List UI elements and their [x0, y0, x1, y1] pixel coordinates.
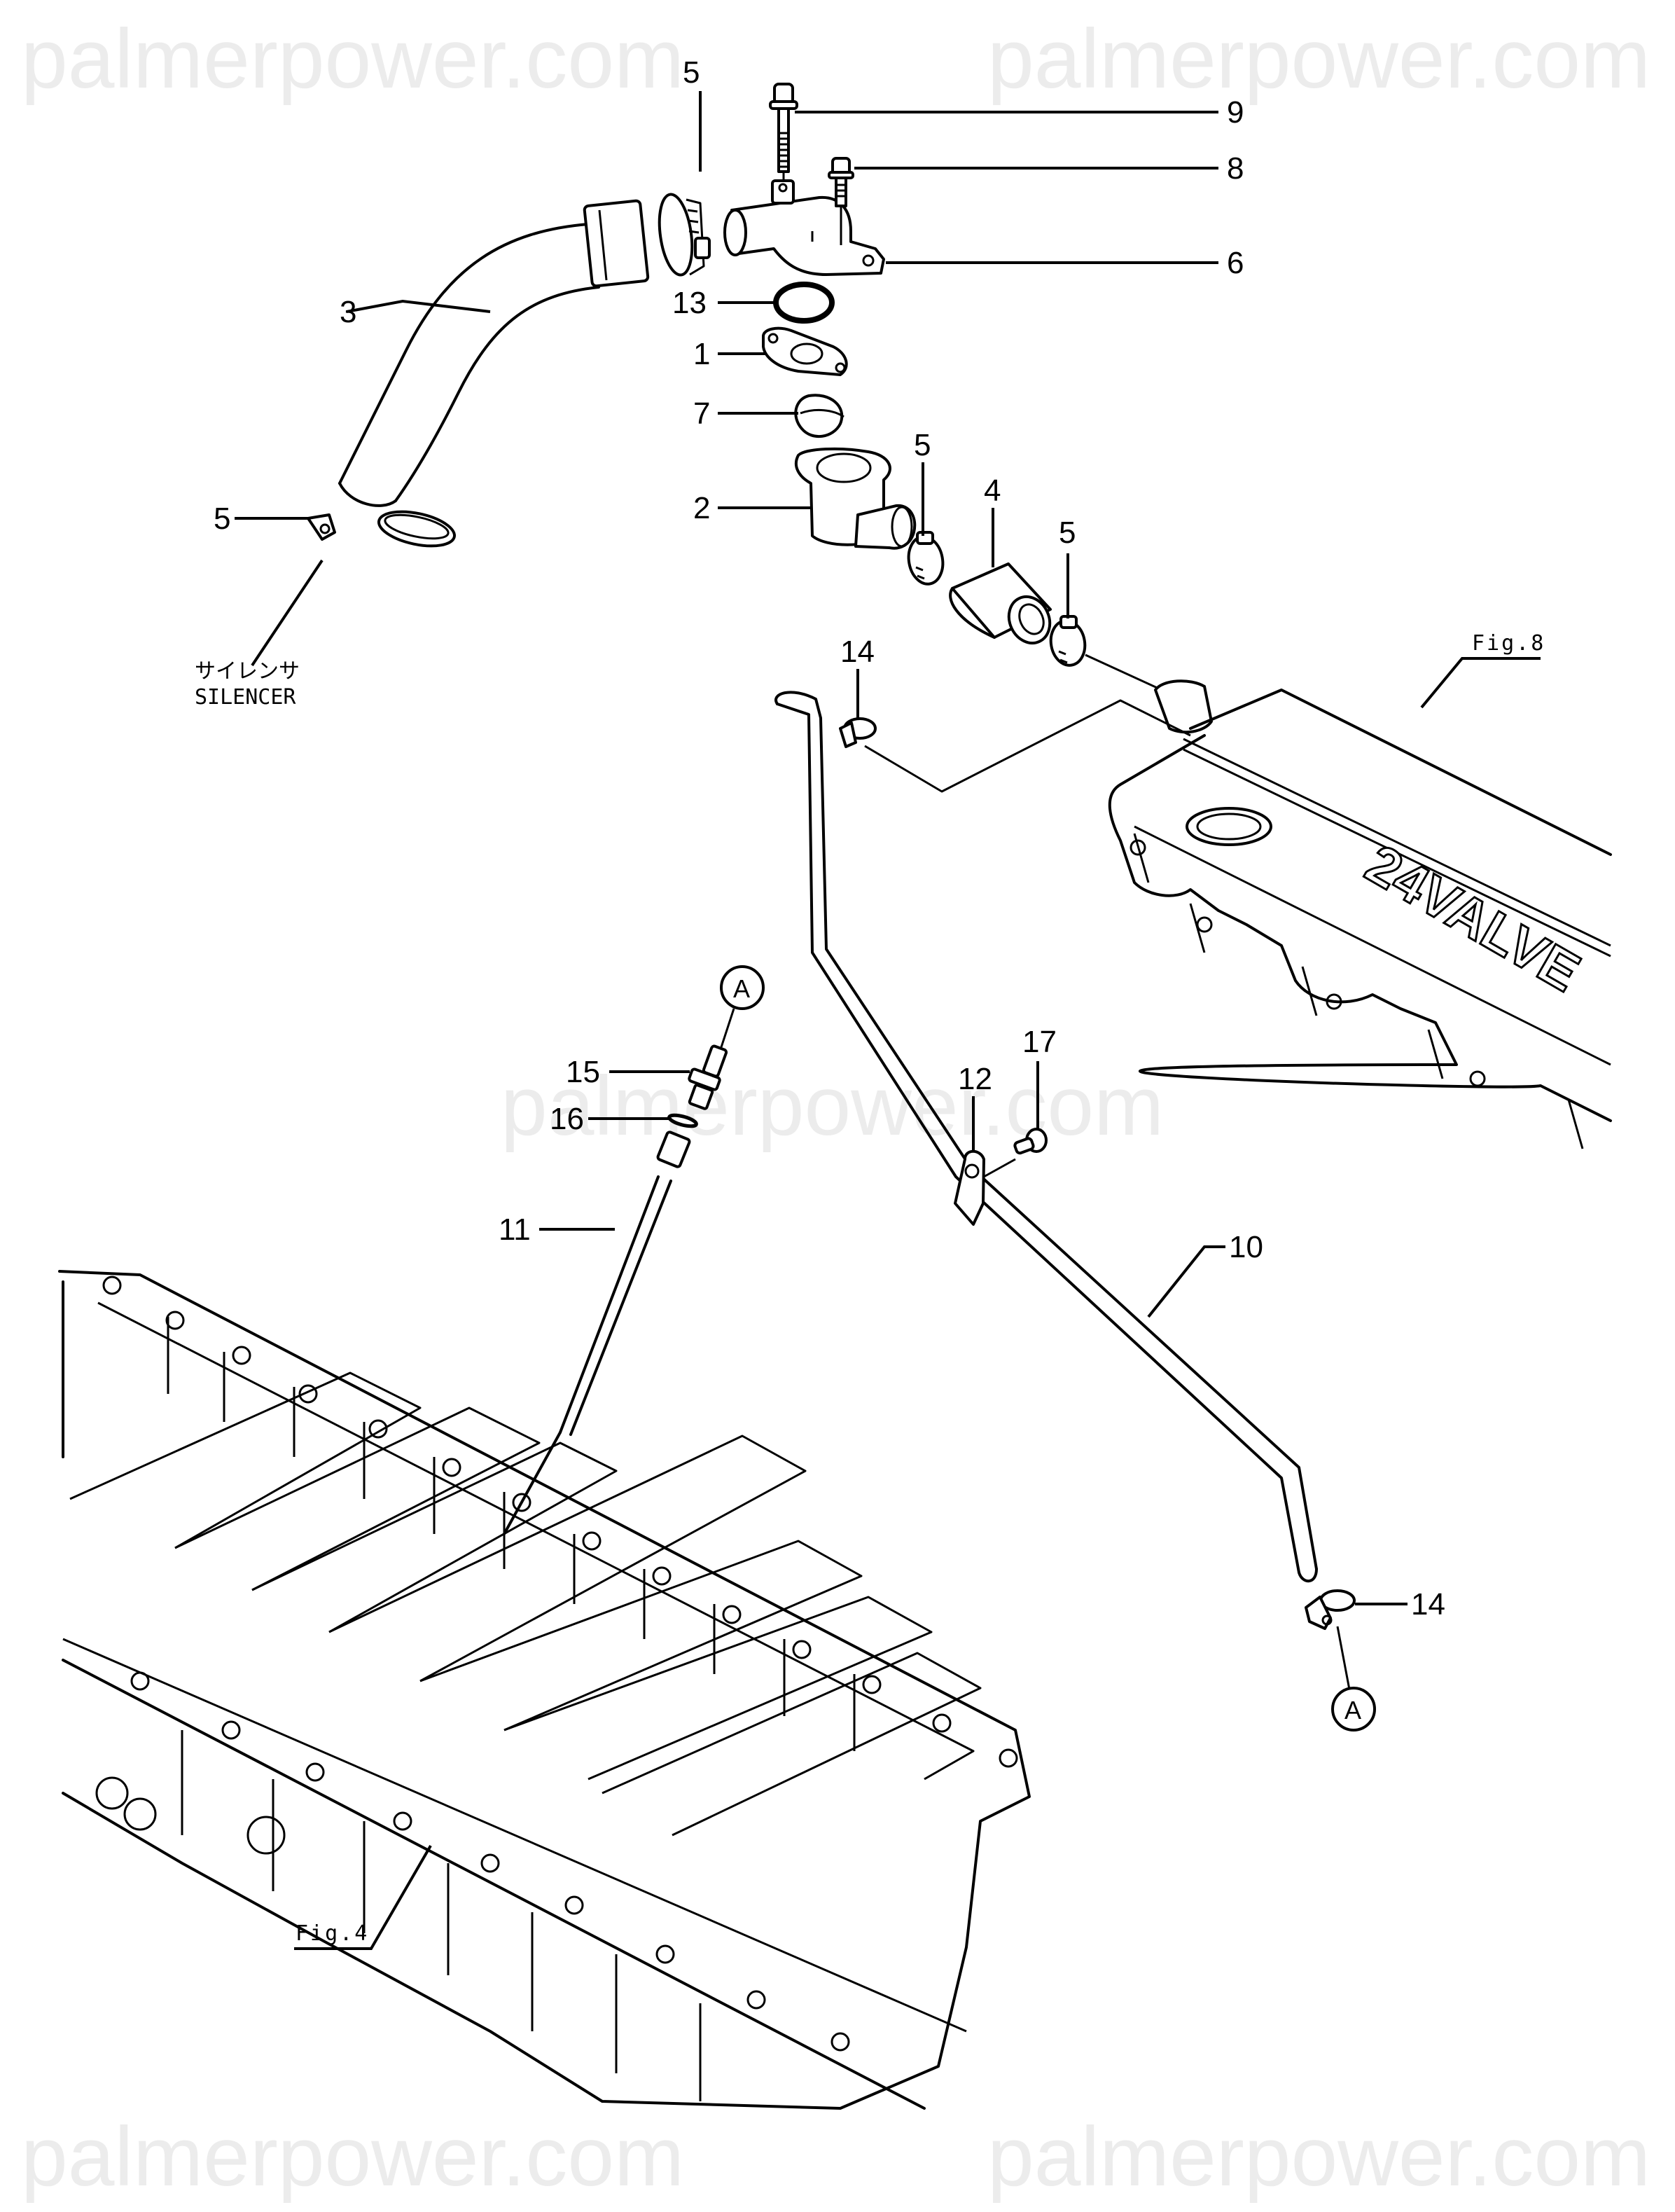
callout-16[interactable]: 16 [550, 1102, 584, 1136]
watermark-top-left: palmerpower.com [21, 12, 684, 106]
part-bracket-12[interactable] [954, 1149, 1016, 1226]
callout-5-right[interactable]: 5 [1059, 516, 1076, 550]
watermarks: palmerpower.com palmerpower.com palmerpo… [21, 12, 1650, 2204]
fig-ref-8[interactable]: Fig.8 [1472, 631, 1545, 656]
callout-9[interactable]: 9 [1227, 95, 1244, 130]
oil-pan-ribs [167, 1317, 856, 2101]
part-hose-4[interactable] [949, 562, 1057, 650]
note-silencer-en: SILENCER [195, 685, 296, 710]
part-bolt-8[interactable] [828, 157, 854, 245]
assembly-line-hose-to-cover [1085, 654, 1170, 695]
leader-fig4 [294, 1844, 432, 1950]
part-clamp-5c[interactable] [905, 531, 946, 587]
leader-silencer [251, 559, 324, 667]
callout-8[interactable]: 8 [1227, 151, 1244, 186]
part-clamp-14b[interactable] [1305, 1589, 1356, 1690]
callout-11[interactable]: 11 [499, 1212, 531, 1247]
part-valve-cover[interactable]: 24VALVE [1108, 679, 1612, 1149]
part-bolt-9[interactable] [769, 83, 798, 182]
part-clamp-5b[interactable] [307, 506, 457, 552]
part-elbow-6[interactable] [723, 179, 885, 276]
callout-14-top[interactable]: 14 [840, 635, 875, 669]
leader-fig8 [1420, 657, 1541, 709]
callout-13[interactable]: 13 [672, 286, 707, 320]
part-pipe-10[interactable] [774, 691, 1318, 1583]
part-clamp-5a[interactable] [655, 193, 711, 277]
part-oring-13[interactable] [773, 282, 835, 324]
callout-12[interactable]: 12 [958, 1062, 992, 1096]
fig-ref-4[interactable]: Fig.4 [296, 1921, 369, 1946]
watermark-center: palmerpower.com [501, 1059, 1164, 1153]
part-pipe-11[interactable] [503, 1131, 691, 1535]
connection-label-a-bottom: A [1344, 1696, 1361, 1724]
callouts: 5 9 8 6 13 1 7 2 3 5 5 4 5 14 12 17 10 1… [214, 55, 1445, 1622]
leader-10 [1147, 1245, 1225, 1318]
callout-10[interactable]: 10 [1229, 1230, 1263, 1264]
watermark-top-right: palmerpower.com [987, 12, 1650, 106]
callout-15[interactable]: 15 [566, 1055, 600, 1089]
part-housing-2[interactable] [794, 447, 917, 550]
callout-17[interactable]: 17 [1022, 1025, 1057, 1059]
oil-pan-bosses [95, 1276, 1018, 2052]
callout-5-mid[interactable]: 5 [914, 428, 931, 462]
part-gasket-1[interactable] [762, 326, 848, 376]
callout-4[interactable]: 4 [984, 473, 1001, 508]
part-fitting-15[interactable] [688, 1008, 735, 1110]
callout-5[interactable]: 5 [683, 55, 700, 90]
callout-1[interactable]: 1 [693, 337, 710, 371]
leader-3 [346, 299, 491, 313]
connection-mark-a-bottom[interactable]: A [1331, 1687, 1376, 1731]
callout-2[interactable]: 2 [693, 491, 710, 525]
watermark-bottom-right: palmerpower.com [987, 2110, 1650, 2204]
part-ball-7[interactable] [794, 394, 845, 438]
callout-3[interactable]: 3 [340, 295, 356, 329]
leader-lines [235, 91, 1541, 1950]
note-silencer-jp: サイレンサ [195, 659, 300, 684]
callout-7[interactable]: 7 [693, 396, 710, 431]
part-oil-pan[interactable] [58, 1270, 1031, 2110]
part-washer-16[interactable] [667, 1113, 698, 1128]
watermark-bottom-left: palmerpower.com [21, 2110, 684, 2204]
callout-6[interactable]: 6 [1227, 246, 1244, 280]
callout-5-left[interactable]: 5 [214, 502, 230, 536]
connection-label-a-top: A [733, 974, 750, 1003]
part-bolt-17[interactable] [1013, 1128, 1048, 1155]
part-hose-3[interactable] [338, 199, 650, 507]
callout-14-bottom[interactable]: 14 [1411, 1587, 1445, 1622]
part-clamp-5d[interactable] [1048, 615, 1088, 668]
part-clamp-14a[interactable] [839, 699, 1191, 793]
connection-mark-a-top[interactable]: A [720, 965, 765, 1010]
